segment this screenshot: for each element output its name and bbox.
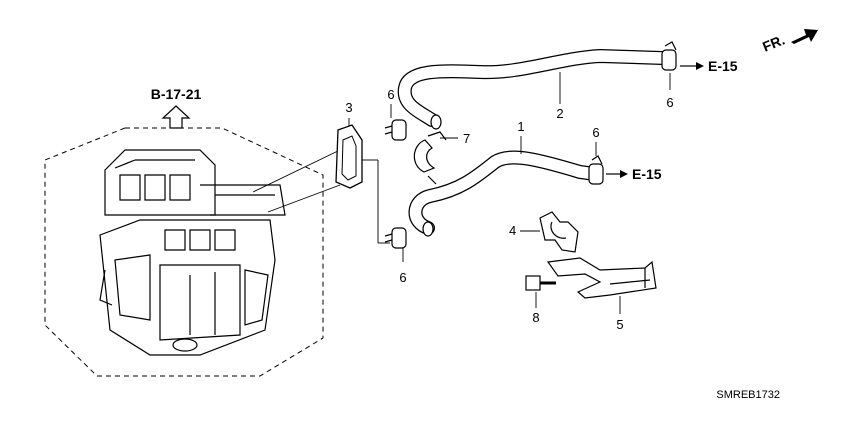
part-4-label: 4: [509, 223, 516, 238]
arrow-to-e15-mid: [606, 170, 628, 178]
diagram-code: SMREB1732: [716, 389, 780, 401]
hose-bracket: [546, 257, 657, 314]
grommet-leaders: [252, 149, 341, 213]
part-7-label: 7: [463, 131, 470, 146]
front-label: FR.: [760, 31, 787, 54]
heater-unit: [99, 149, 286, 356]
ref-e15-mid-label: E-15: [632, 166, 662, 182]
grommet: [335, 118, 363, 189]
hose-clamp-left: [384, 104, 407, 141]
hose-clamp-mid: [588, 142, 604, 185]
part-5-label: 5: [616, 317, 623, 332]
arrow-to-e15-top: [680, 62, 704, 70]
part-6-mid-label: 6: [592, 125, 599, 140]
up-arrow-icon: [161, 105, 191, 129]
part-3-label: 3: [345, 100, 352, 115]
part-6-left-label: 6: [387, 87, 394, 102]
hose-holder: [520, 211, 579, 253]
ref-b-label: B-17-21: [151, 86, 202, 102]
hose-clamp-top: [661, 41, 677, 90]
flange-bolt: [525, 275, 556, 308]
heater-unit-boundary: [44, 127, 324, 377]
front-arrow-icon: [791, 29, 818, 44]
part-6-bottom-label: 6: [399, 270, 406, 285]
part-8-label: 8: [532, 310, 539, 325]
hose-clamp-bottom: [384, 227, 407, 262]
hose-upper: [397, 48, 669, 130]
mount-lines: [362, 159, 390, 244]
part-1-label: 1: [517, 119, 524, 134]
front-direction-indicator: FR.: [760, 29, 818, 55]
hose-clip: [413, 131, 458, 185]
ref-e15-top-label: E-15: [708, 58, 738, 74]
part-6-top-label: 6: [666, 95, 673, 110]
part-2-label: 2: [556, 106, 563, 121]
hose-lower: [408, 150, 602, 237]
